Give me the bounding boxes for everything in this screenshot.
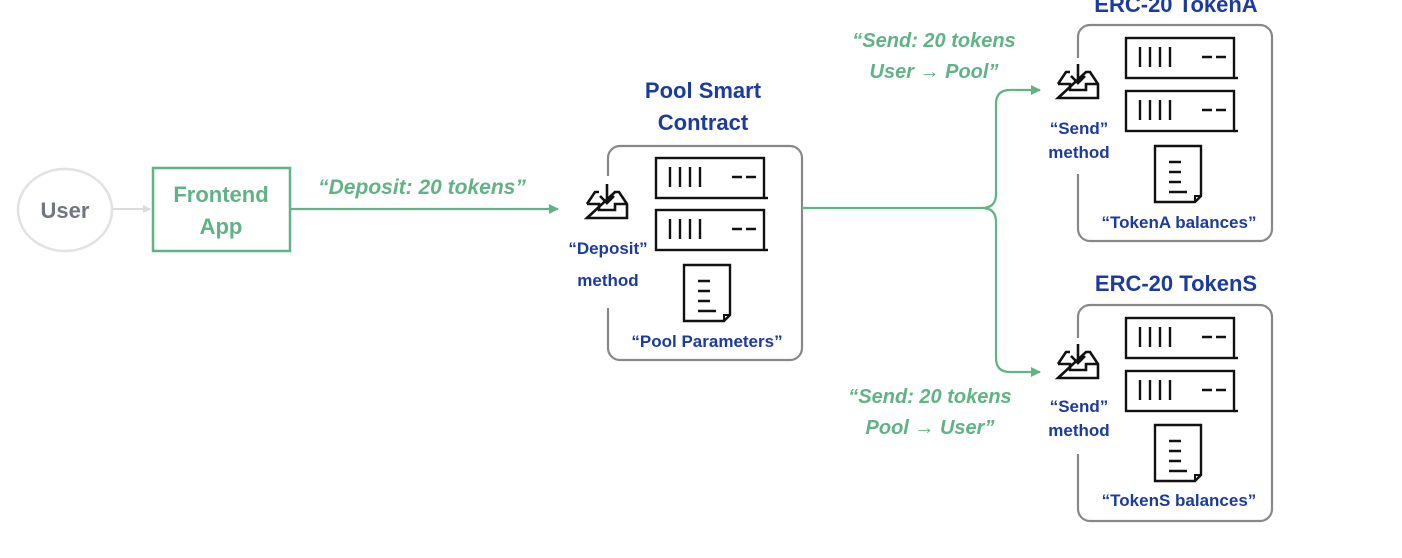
pool-method-line2: method [577,271,638,290]
token-s-method-line2: method [1048,421,1109,440]
token-s-message-line1: “Send: 20 tokens [848,386,1011,408]
token-s-message-line2: Pool → User” [866,417,995,439]
user-label: User [41,198,90,223]
frontend-app-label-line1: Frontend [173,182,268,207]
token-a-title: ERC-20 TokenA [1094,0,1258,17]
pool-title-line2: Contract [658,110,749,135]
token-a-message-line2: User → Pool” [870,61,999,83]
token-s-title: ERC-20 TokenS [1095,271,1257,296]
frontend-app-label-line2: App [200,214,243,239]
frontend-app-box [151,166,292,253]
token-a-method-line1: “Send” [1050,119,1109,138]
pool-to-token-a-arrow [802,85,1041,210]
token-a-node: ERC-20 TokenA “Send” method “TokenA bala… [1048,0,1274,243]
pool-method-line1: “Deposit” [568,239,647,258]
token-a-method-line2: method [1048,143,1109,162]
token-s-node: ERC-20 TokenS “Send” method “TokenS bala… [1048,271,1274,523]
user-node: User [16,167,114,253]
token-a-message-line1: “Send: 20 tokens [852,30,1015,52]
token-s-method-line1: “Send” [1050,397,1109,416]
pool-title-line1: Pool Smart [645,78,762,103]
pool-to-token-s-arrow [981,206,1041,377]
pool-contract-node: Pool Smart Contract “Deposit” method “Po… [568,78,804,362]
frontend-app-node: Frontend App [151,166,292,253]
pool-storage-label: “Pool Parameters” [631,332,782,351]
deposit-message: “Deposit: 20 tokens” [318,176,526,199]
user-circle [16,167,114,253]
token-s-storage-label: “TokenS balances” [1102,491,1257,510]
token-a-storage-label: “TokenA balances” [1102,213,1257,232]
